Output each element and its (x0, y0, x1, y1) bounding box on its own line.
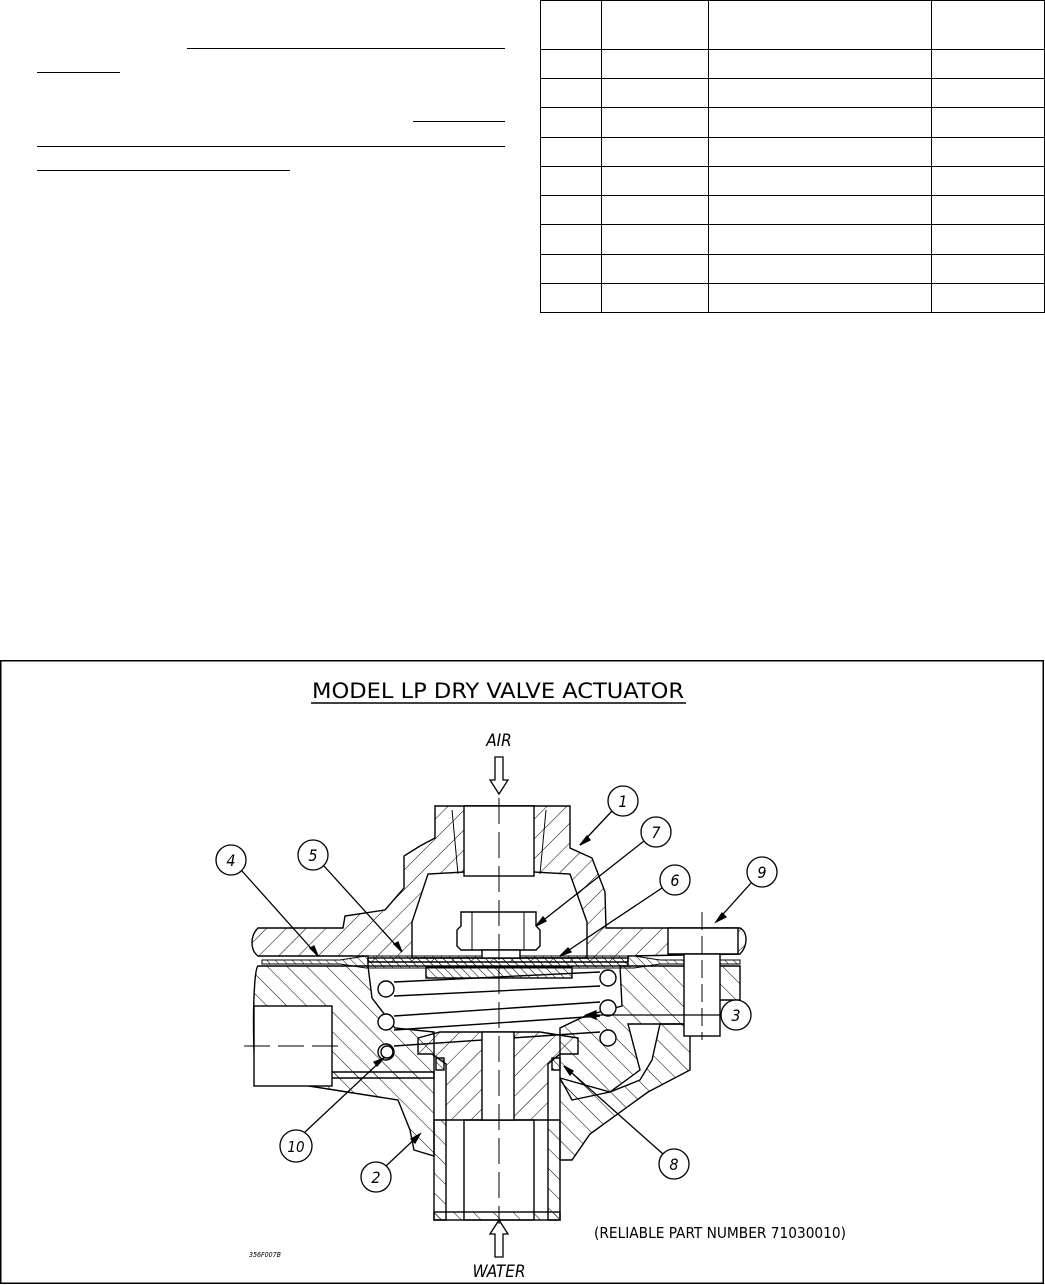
table-cell (540, 253, 602, 284)
table-cell (540, 195, 602, 226)
table-cell (708, 253, 932, 284)
table-cell (601, 107, 709, 138)
table-cell (708, 48, 932, 80)
text-line (413, 121, 505, 122)
table-cell (931, 136, 1045, 167)
table-cell (540, 78, 602, 109)
svg-text:2: 2 (371, 1168, 380, 1187)
table-cell (540, 224, 602, 255)
table-cell (601, 282, 709, 314)
callouts: 1 2 3 4 5 (215, 785, 778, 1193)
air-arrow (488, 756, 510, 796)
callout-5: 5 (297, 839, 403, 953)
callout-9: 9 (714, 856, 778, 924)
table-cell (931, 78, 1045, 109)
callout-4: 4 (215, 844, 319, 957)
table-cell (601, 165, 709, 197)
table-row (540, 282, 1045, 314)
table-row (540, 48, 1045, 80)
table-row (540, 253, 1045, 284)
diagram-frame: MODEL LP DRY VALVE ACTUATOR AIR WATER (0, 660, 1044, 1284)
text-line (37, 72, 120, 73)
table-cell (931, 253, 1045, 284)
spring (377, 969, 617, 1061)
water-arrow (488, 1218, 510, 1258)
callout-7: 7 (535, 816, 672, 927)
water-bore (463, 1119, 535, 1221)
drawing-code: 356F007B (249, 1251, 281, 1259)
table-cell (540, 282, 602, 314)
clamp-plate (367, 957, 629, 967)
parts-header-cell (540, 0, 602, 50)
part-number-note: (RELIABLE PART NUMBER 71030010) (594, 1224, 846, 1242)
callout-8: 8 (563, 1065, 690, 1180)
table-cell (540, 136, 602, 167)
svg-text:1: 1 (618, 792, 627, 811)
callout-2: 2 (360, 1132, 422, 1193)
table-row (540, 165, 1045, 197)
air-label: AIR (485, 731, 512, 751)
parts-header-cell (708, 0, 932, 50)
table-cell (601, 78, 709, 109)
parts-table-body (540, 48, 1045, 314)
table-cell (601, 136, 709, 167)
cap-screw (667, 927, 739, 955)
table-row (540, 195, 1045, 226)
diagram-title: MODEL LP DRY VALVE ACTUATOR (312, 679, 684, 703)
svg-text:7: 7 (651, 823, 661, 842)
table-row (540, 78, 1045, 109)
table-cell (601, 224, 709, 255)
water-label: WATER (472, 1262, 525, 1282)
table-cell (931, 195, 1045, 226)
parts-header-cell (601, 0, 709, 50)
table-cell (708, 107, 932, 138)
table-cell (931, 224, 1045, 255)
svg-text:9: 9 (757, 863, 766, 882)
svg-text:3: 3 (731, 1006, 740, 1025)
table-cell (708, 224, 932, 255)
o-ring (551, 1057, 561, 1071)
table-cell (708, 195, 932, 226)
table-cell (708, 282, 932, 314)
callout-6: 6 (559, 864, 691, 957)
hex-bolt (456, 911, 541, 951)
svg-text:8: 8 (669, 1155, 678, 1174)
text-line (187, 48, 505, 49)
parts-table (540, 0, 1045, 314)
table-cell (540, 165, 602, 197)
table-cell (931, 48, 1045, 80)
table-cell (708, 136, 932, 167)
text-line (37, 146, 505, 147)
table-cell (708, 78, 932, 109)
frame-border (0, 660, 1044, 1284)
svg-text:4: 4 (226, 851, 235, 870)
parts-table-header (540, 0, 1045, 50)
seat-ball (380, 1045, 394, 1059)
table-row (540, 107, 1045, 138)
svg-text:6: 6 (670, 871, 679, 890)
table-cell (601, 195, 709, 226)
callout-10: 10 (279, 1057, 385, 1163)
table-cell (601, 48, 709, 80)
table-row (540, 136, 1045, 167)
svg-text:5: 5 (308, 846, 317, 865)
table-row (540, 224, 1045, 255)
stem-bore (481, 1031, 515, 1121)
parts-header-cell (931, 0, 1045, 50)
table-cell (601, 253, 709, 284)
callout-1: 1 (579, 785, 639, 846)
table-cell (931, 107, 1045, 138)
svg-text:10: 10 (287, 1138, 304, 1156)
table-cell (931, 165, 1045, 197)
text-line (37, 170, 290, 171)
table-cell (708, 165, 932, 197)
callout-3: 3 (584, 999, 752, 1031)
table-cell (540, 107, 602, 138)
table-cell (931, 282, 1045, 314)
table-cell (540, 48, 602, 80)
